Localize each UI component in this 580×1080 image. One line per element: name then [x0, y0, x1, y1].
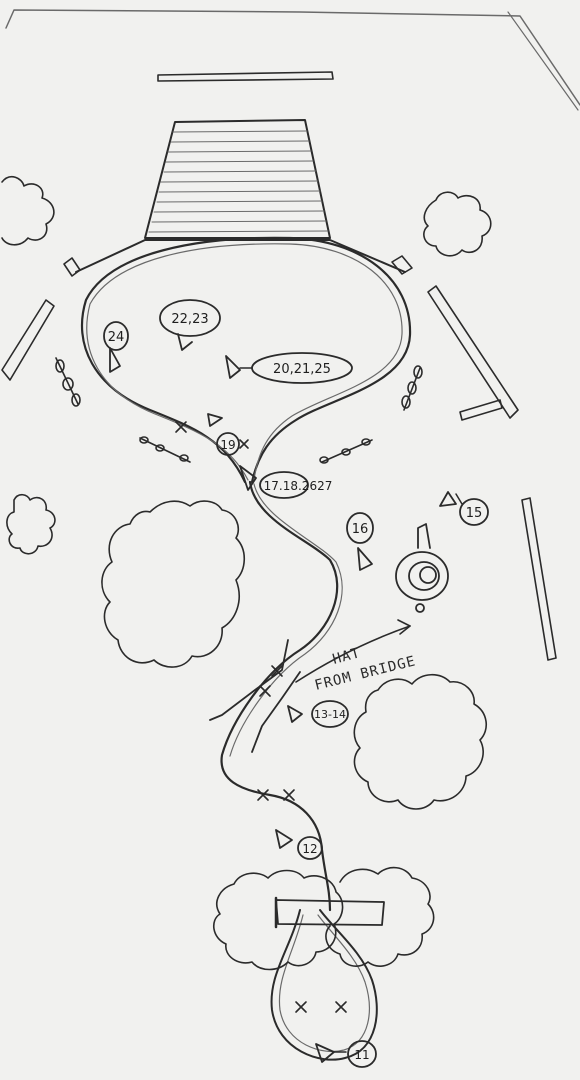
trees [1, 175, 492, 971]
position-marker-24: 24 [103, 321, 129, 373]
position-marker-20-21-25: 20,21,25 [225, 352, 353, 384]
tree-top-right [423, 191, 492, 257]
top-bench [157, 71, 334, 82]
arena [81, 236, 412, 484]
trail [220, 480, 343, 912]
tree-right [353, 673, 487, 810]
svg-text:11: 11 [354, 1048, 369, 1062]
note-from-bridge: FROM BRIDGE [313, 653, 418, 694]
svg-text:19: 19 [220, 438, 235, 452]
poles [55, 357, 423, 464]
drum-object [395, 523, 449, 613]
position-marker-15: 15 [439, 491, 489, 526]
hat-arrow [295, 619, 411, 683]
x-marks [175, 421, 347, 1013]
svg-text:16: 16 [352, 522, 369, 537]
note-hat: HAT [331, 645, 362, 668]
position-marker-22-23: 22,23 [159, 299, 221, 351]
position-marker-13-14: 13-14 [287, 700, 349, 728]
svg-text:12: 12 [302, 842, 317, 856]
pond [270, 896, 385, 1061]
room-outline [5, 9, 580, 111]
tree-bottom-left [213, 869, 344, 971]
svg-text:17.18.2627: 17.18.2627 [264, 479, 333, 493]
position-marker-19: 19 [207, 413, 240, 456]
svg-text:13-14: 13-14 [314, 708, 346, 721]
position-marker-16: 16 [346, 512, 374, 571]
svg-text:20,21,25: 20,21,25 [273, 362, 331, 377]
svg-text:22,23: 22,23 [171, 312, 208, 327]
fences [1, 255, 557, 661]
tree-center-large [101, 500, 246, 668]
svg-text:24: 24 [108, 330, 125, 345]
position-marker-12: 12 [275, 829, 323, 860]
tree-bottom-right [325, 866, 435, 967]
tree-left [6, 493, 56, 555]
stage [75, 119, 406, 273]
bridge-rails [209, 639, 301, 753]
svg-text:15: 15 [466, 506, 483, 521]
position-marker-11: 11 [315, 1040, 377, 1068]
tree-top-left [1, 175, 55, 246]
position-marker-17-18-26-27: 17.18.2627 [239, 465, 333, 499]
